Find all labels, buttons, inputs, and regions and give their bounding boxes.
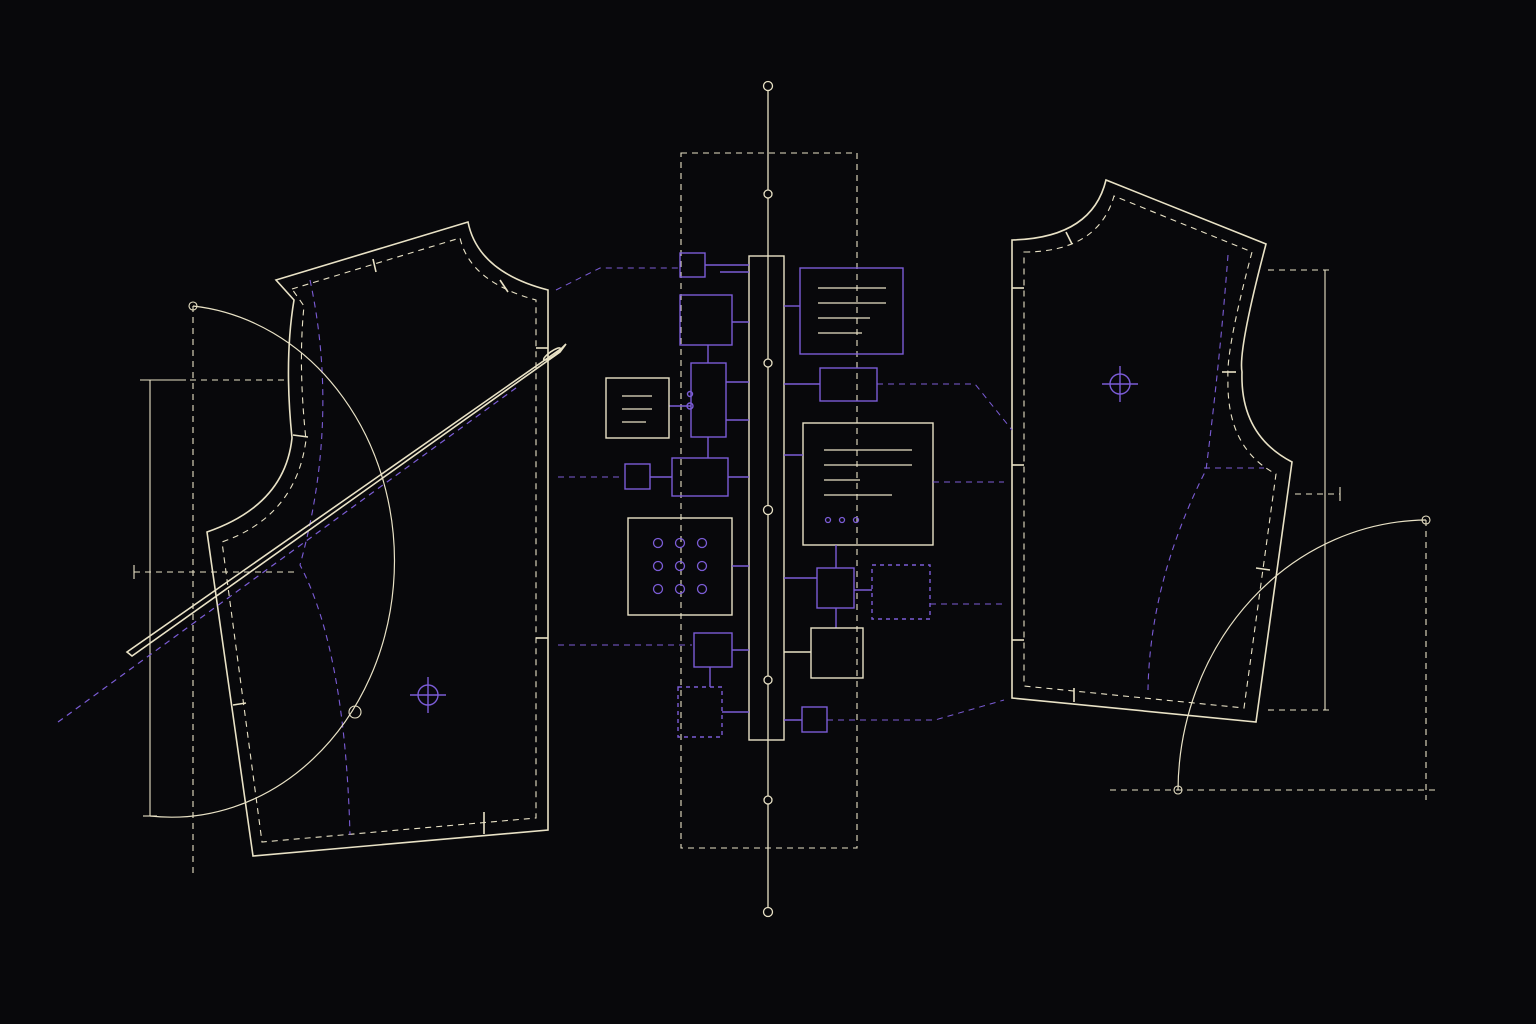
text-card-left (605, 377, 670, 439)
wireframe-spine-bar (748, 255, 785, 741)
wireframe-outer-frame (680, 152, 858, 849)
grid-dots (652, 537, 708, 595)
sewing-needle-icon (57, 343, 567, 723)
content-card-right (802, 422, 934, 546)
center-interface-wireframe (558, 80, 1013, 918)
left-piece-seam-line (221, 237, 537, 843)
left-compass-pivot (348, 705, 362, 719)
right-compass-arc (1177, 519, 1427, 791)
left-measurement-guides (133, 301, 396, 878)
node-wide-c (671, 457, 729, 497)
left-piece-shoulder-guide (555, 267, 678, 291)
needle-thread-line (57, 384, 521, 723)
node-dashed-f (677, 686, 723, 738)
node-dashed-i (871, 564, 931, 620)
node-tall-b (690, 362, 727, 438)
content-card-dots-icon (824, 516, 860, 524)
right-registration-target (1102, 366, 1138, 402)
right-piece-seam-line (1023, 195, 1277, 709)
left-piece-cut-line (206, 220, 549, 857)
node-bar-g (819, 367, 878, 402)
node-square-e (693, 632, 733, 668)
node-square-j (810, 627, 864, 679)
left-bodice-piece (206, 220, 678, 857)
node-square-a (679, 294, 733, 346)
text-card-top-right (799, 267, 904, 355)
node-square-h (816, 567, 855, 609)
node-small-d (624, 463, 651, 490)
right-measurement-guides (1110, 269, 1438, 800)
right-piece-cut-line (1011, 178, 1293, 723)
right-piece-dart-line (1147, 254, 1229, 691)
grid-card (627, 517, 733, 616)
left-registration-target (410, 677, 446, 713)
right-bodice-piece (1011, 178, 1293, 723)
node-small-k (801, 706, 828, 733)
left-piece-dart-line (299, 279, 351, 836)
node-small-top (679, 252, 706, 278)
left-compass-arc (149, 305, 396, 818)
